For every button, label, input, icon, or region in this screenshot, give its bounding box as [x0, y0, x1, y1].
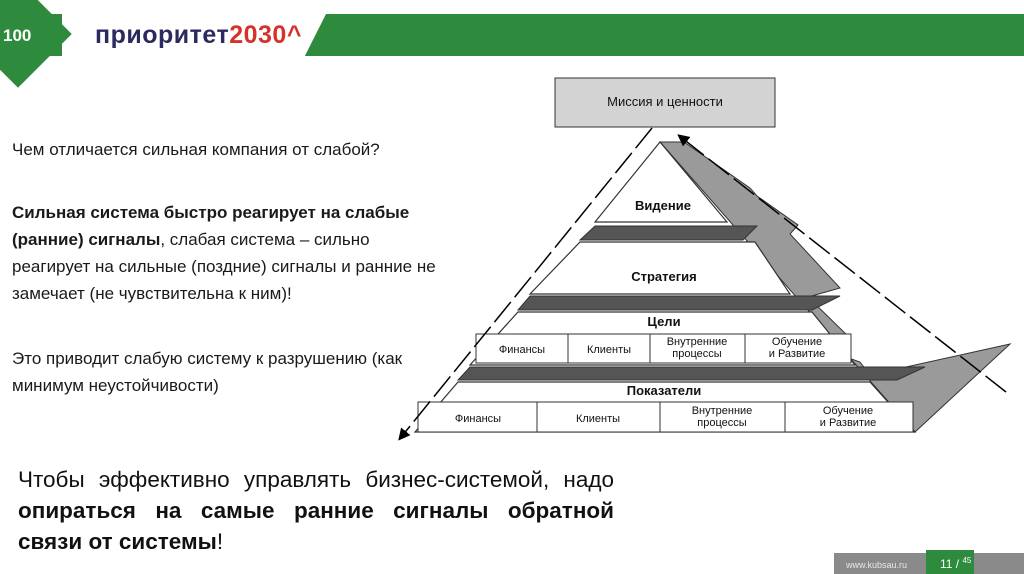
goals-cell-clients: Клиенты [587, 344, 631, 356]
conclusion-end: ! [216, 529, 224, 554]
paragraph-strong-system: Сильная система быстро реагирует на слаб… [12, 199, 452, 307]
page-indicator [926, 550, 974, 574]
indicators-label: Показатели [627, 383, 702, 398]
page-number: 11 / 45 [940, 556, 972, 571]
footer-url: www.kubsau.ru [846, 560, 908, 570]
paragraph-rest: , слабая система – сильно реагирует на с… [12, 230, 436, 303]
conclusion-bold: опираться на самые ранние сигналы обратн… [18, 498, 614, 554]
question-text: Чем отличается сильная компания от слабо… [12, 140, 380, 159]
brand-logo: приоритет2030^ [95, 21, 302, 50]
left-arrow [398, 127, 653, 441]
brand-word: приоритет [95, 21, 230, 49]
goals-cells [475, 333, 852, 364]
page-total: 45 [962, 556, 972, 565]
goals-label: Цели [647, 314, 680, 329]
paragraph-bold: Сильная система быстро реагирует на слаб… [12, 203, 410, 249]
conclusion-part1: Чтобы эффективно управлять бизнес-систем… [18, 467, 614, 492]
goals-cell-finance: Финансы [499, 344, 545, 356]
band-2 [516, 295, 841, 311]
indicators-cell-finance: Финансы [455, 413, 501, 425]
logo-plate [62, 14, 326, 56]
strategy-label: Стратегия [631, 269, 697, 284]
vision-label: Видение [635, 198, 691, 213]
brand-year: 2030 [229, 21, 287, 49]
band-3 [456, 366, 926, 381]
band-1 [578, 225, 759, 241]
indicators-cells [417, 401, 914, 433]
paragraph-consequence: Это приводит слабую систему к разрушению… [12, 349, 403, 395]
level-strategy [528, 241, 792, 295]
anniversary-logo: 100 [3, 26, 31, 45]
mission-box [554, 77, 776, 128]
conclusion-text: Чтобы эффективно управлять бизнес-систем… [18, 464, 614, 557]
right-arrow [677, 134, 1007, 393]
brand-mark: ^ [286, 21, 302, 49]
pyramid-diagram: Миссия и ценности Видение Стратегия Цели… [398, 77, 1012, 441]
indicators-cell-clients: Клиенты [576, 413, 620, 425]
anniversary-number: 100 [3, 26, 31, 45]
mission-label: Миссия и ценности [607, 94, 723, 109]
page-current: 11 [940, 557, 953, 571]
level-vision [593, 141, 729, 223]
